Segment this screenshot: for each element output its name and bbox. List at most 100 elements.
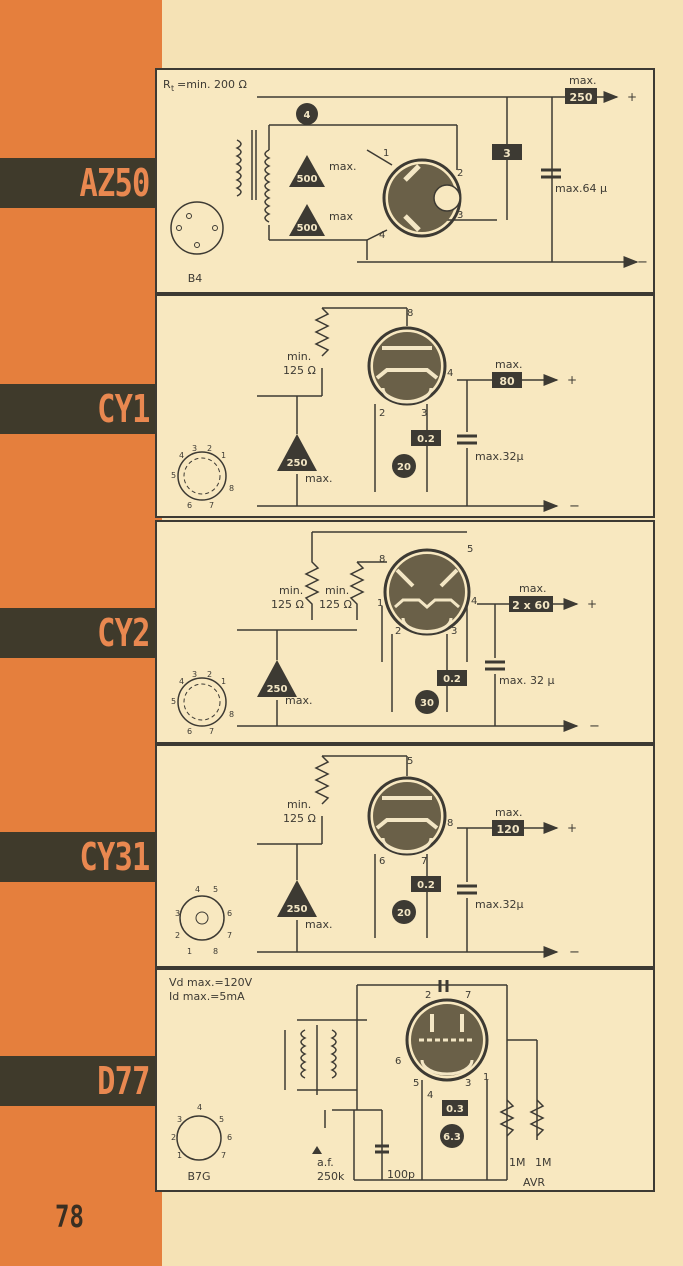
capacitor-label: max.32μ	[475, 898, 523, 911]
pin-number: 1	[383, 148, 389, 159]
pin-number: 8	[447, 818, 453, 829]
socket-pin: 1	[187, 947, 192, 956]
circuit-az50: 3 250 max. + − R t =min. 200 Ω max.64 μ …	[163, 74, 648, 285]
circle-label: 6.3	[443, 1132, 461, 1143]
socket-pin: 3	[177, 1115, 182, 1124]
plus-sign: +	[587, 597, 597, 611]
socket-diagram	[177, 677, 227, 727]
tab-label: CY1	[97, 387, 150, 431]
resistor-min-label: min.	[325, 584, 349, 597]
rt-value: =min. 200 Ω	[177, 78, 247, 91]
socket-diagram	[170, 201, 224, 255]
socket-diagram	[179, 895, 225, 941]
capacitor-label: max.64 μ	[555, 182, 607, 195]
pin-number: 4	[471, 596, 477, 607]
voltage-value: 80	[499, 375, 515, 388]
socket-pin: 5	[171, 471, 176, 480]
socket-pin: 1	[177, 1151, 182, 1160]
socket-pin: 6	[187, 501, 192, 510]
capacitor-value: 100p	[387, 1168, 415, 1181]
vd-spec: Vd max.=120V	[169, 976, 253, 989]
pin-number: 8	[379, 554, 385, 565]
tab-label: AZ50	[79, 161, 151, 205]
base-label: B7G	[187, 1170, 210, 1183]
triangle-max-label: max.	[305, 918, 332, 931]
pin-number: 1	[483, 1072, 489, 1083]
circuit-panel-d77: Vd max.=120V Id max.=5mA 0.3 6.3 a.f. 25…	[155, 968, 655, 1192]
pin-number: 6	[379, 856, 385, 867]
circle-label: 20	[397, 462, 411, 473]
plus-sign: +	[627, 90, 637, 104]
box-label: 0.2	[443, 674, 461, 685]
pin-number: 3	[421, 408, 427, 419]
voltage-max-label: max.	[495, 358, 522, 371]
resistor-value: 125 Ω	[283, 812, 316, 825]
rt-label: R	[163, 78, 171, 91]
triangle-label: 250	[287, 904, 308, 915]
voltage-value: 2 x 60	[512, 599, 550, 612]
circuit-cy2: min. 125 Ω min. 125 Ω 2 x 60 max. + − 0.…	[171, 531, 600, 736]
pin-number: 2	[395, 626, 401, 637]
circle-label: 30	[420, 698, 434, 709]
voltage-value: 120	[497, 823, 520, 836]
resistor-min-label: min.	[287, 350, 311, 363]
capacitor-label: max. 32 μ	[499, 674, 554, 687]
socket-pin: 2	[207, 444, 212, 453]
box-label: 3	[503, 147, 511, 160]
socket-pin: 2	[175, 931, 180, 940]
socket-pin: 2	[171, 1133, 176, 1142]
voltage-max-label: max.	[519, 582, 546, 595]
triangle-label: 250	[267, 684, 288, 695]
socket-pin: 4	[197, 1103, 202, 1112]
socket-pin: 7	[227, 931, 232, 940]
socket-pin: 1	[221, 677, 226, 686]
box-label: 0.3	[446, 1104, 464, 1115]
tab-label: CY31	[79, 835, 151, 879]
pin-number: 5	[467, 544, 473, 555]
minus-sign: −	[569, 945, 580, 960]
minus-sign: −	[637, 255, 648, 270]
pin-number: 4	[379, 230, 385, 241]
tab-cy31: CY31	[0, 832, 158, 882]
tab-az50: AZ50	[0, 158, 158, 208]
box-label: 0.2	[417, 434, 435, 445]
pin-number: 4	[447, 368, 453, 379]
triangle-label: 250	[287, 458, 308, 469]
socket-pin: 6	[187, 727, 192, 736]
minus-sign: −	[569, 499, 580, 514]
socket-pin: 8	[229, 484, 234, 493]
socket-pin: 4	[195, 885, 200, 894]
resistor-value: 250k	[317, 1170, 345, 1183]
minus-sign: −	[589, 719, 600, 734]
circuit-panel-az50: 3 250 max. + − R t =min. 200 Ω max.64 μ …	[155, 68, 655, 294]
plus-sign: +	[567, 373, 577, 387]
resistor-min-label: min.	[279, 584, 303, 597]
capacitor-label: max.32μ	[475, 450, 523, 463]
pin-number: 7	[465, 990, 471, 1001]
tab-label: D77	[97, 1059, 150, 1103]
socket-pin: 1	[221, 451, 226, 460]
socket-pin: 4	[179, 677, 184, 686]
tab-cy1: CY1	[0, 384, 158, 434]
resistor-value: 125 Ω	[271, 598, 304, 611]
pin-number: 2	[425, 990, 431, 1001]
socket-pin: 5	[213, 885, 218, 894]
socket-pin: 7	[221, 1151, 226, 1160]
circuit-cy31: min. 125 Ω 120 max. + − 0.2 20 250 max. …	[175, 755, 580, 960]
pin-number: 3	[451, 626, 457, 637]
socket-pin: 3	[192, 444, 197, 453]
socket-pin: 3	[192, 670, 197, 679]
circle-label: 20	[397, 908, 411, 919]
pin-number: 3	[457, 210, 463, 221]
socket-pin: 5	[219, 1115, 224, 1124]
circuit-cy1: min. 125 Ω 80 max. + − 0.2 20 250 max. m…	[171, 307, 580, 514]
triangle-max-label: max.	[285, 694, 312, 707]
socket-pin: 7	[209, 727, 214, 736]
pin-number: 3	[465, 1078, 471, 1089]
circuit-d77: Vd max.=120V Id max.=5mA 0.3 6.3 a.f. 25…	[169, 976, 552, 1189]
triangle-max-label: max.	[329, 160, 356, 173]
pin-number: 6	[395, 1056, 401, 1067]
resistor-value: 125 Ω	[319, 598, 352, 611]
pin-number: 8	[407, 308, 413, 319]
circuit-panel-cy2: min. 125 Ω min. 125 Ω 2 x 60 max. + − 0.…	[155, 520, 655, 744]
